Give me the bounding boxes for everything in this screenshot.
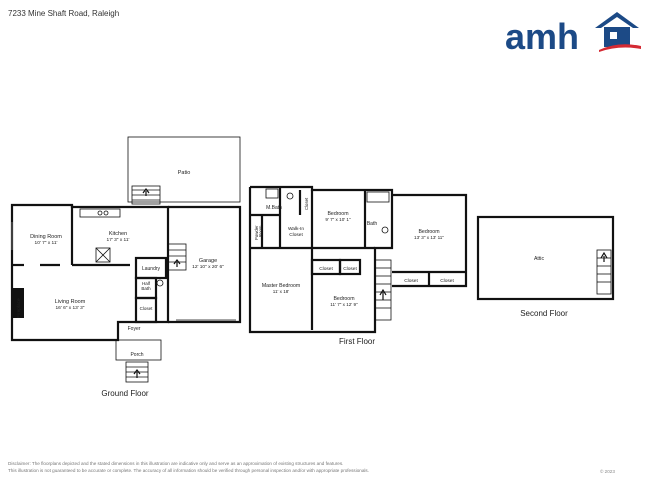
patio-label: Patio <box>178 170 191 176</box>
stove-icon <box>97 210 103 216</box>
disclaimer: Disclaimer: The floorplans depicted and … <box>8 460 488 474</box>
attic-label: Attic <box>534 256 544 262</box>
patio-stairs <box>131 185 161 205</box>
bath-toilet-icon <box>381 226 389 234</box>
bedroom-a-label: Bedroom <box>327 211 348 217</box>
ground-floor-label: Ground Floor <box>101 389 148 398</box>
half-bath-label-1: Half <box>142 281 151 286</box>
walkin-label-2: Closet <box>289 232 303 238</box>
first-floor-walls <box>248 185 394 334</box>
dining-room-dims: 10' 7" x 11' <box>35 240 58 246</box>
disclaimer-line-2: This illustration is not guaranteed to b… <box>8 468 369 473</box>
logo-text: amh <box>505 16 579 54</box>
closet-c2 <box>338 258 362 276</box>
ground-floor-plan: Patio Dining Room 10' 7" x 11' Kitchen 1… <box>10 136 242 398</box>
attic-walls <box>476 215 615 301</box>
bath-tub <box>366 191 390 203</box>
garage-dims: 12' 10" x 20' 6" <box>192 264 224 270</box>
powder-label-1: Powder <box>254 225 259 240</box>
patio-outline <box>127 136 241 203</box>
ground-closet <box>134 296 158 324</box>
attic-stairs <box>596 249 612 295</box>
second-floor-label: Second Floor <box>520 309 568 318</box>
first-floor-plan: M.Bath Powder Room Walk-In Closet Closet… <box>248 185 468 346</box>
foyer-label: Foyer <box>128 326 141 332</box>
half-bath-label-2: Bath <box>141 286 151 291</box>
porch-outline <box>115 339 162 361</box>
bedroom-a-dims: 9' 7" x 10' 1" <box>325 217 351 222</box>
master-bedroom-dims: 11' x 18' <box>273 289 290 294</box>
bedroom-c-label: Bedroom <box>333 296 354 302</box>
disclaimer-line-1: Disclaimer: The floorplans depicted and … <box>8 461 344 466</box>
walkin-label-1: Walk-In <box>288 226 304 232</box>
ground-closet-label: Closet <box>140 306 154 311</box>
garage-label: Garage <box>199 258 217 264</box>
closet-c2-label: Closet <box>343 266 357 272</box>
fireplace-label: Fireplace <box>16 298 22 318</box>
copyright: © 2023 <box>600 469 615 474</box>
closet-mb-label: Closet <box>304 197 309 210</box>
living-room-label: Living Room <box>55 299 86 305</box>
porch-label: Porch <box>130 352 143 358</box>
mbath-label: M.Bath <box>266 205 282 211</box>
master-bedroom-label: Master Bedroom <box>262 283 300 289</box>
mbath-toilet-icon <box>286 192 294 200</box>
closet-c1-label: Closet <box>319 266 333 272</box>
amh-logo: amh <box>505 12 641 54</box>
kitchen-island <box>95 247 111 263</box>
first-floor-label: First Floor <box>339 337 375 346</box>
second-floor-plan: Attic Second Floor <box>476 215 615 318</box>
bedroom-b-dims: 13' 3" x 13' 11" <box>414 235 444 240</box>
bedroom-b-label: Bedroom <box>418 229 439 235</box>
arrow-up-icon <box>173 259 181 267</box>
toilet-icon <box>156 279 164 287</box>
logo-swoosh-icon <box>599 44 641 52</box>
mbath-tub <box>265 188 279 199</box>
living-room-dims: 16' 6" x 13' 3" <box>56 305 85 311</box>
laundry-label: Laundry <box>142 266 161 272</box>
fireplace <box>12 288 24 318</box>
kitchen-label: Kitchen <box>109 231 127 237</box>
kitchen-dims: 17' 3" x 11' <box>107 237 130 243</box>
garage-walls <box>168 205 242 324</box>
bedroom-c-dims: 11' 7" x 12' 9" <box>330 302 358 307</box>
closet-d1-label: Closet <box>404 278 418 284</box>
ground-walls-main <box>10 203 170 342</box>
dining-room-label: Dining Room <box>30 234 62 240</box>
logo-roof-icon <box>595 12 639 28</box>
kitchen-counter <box>79 208 121 218</box>
property-address: 7233 Mine Shaft Road, Raleigh <box>8 9 120 18</box>
closet-d2-label: Closet <box>440 278 454 284</box>
powder-label-2: Room <box>258 225 263 237</box>
bath-label: Bath <box>367 221 378 227</box>
